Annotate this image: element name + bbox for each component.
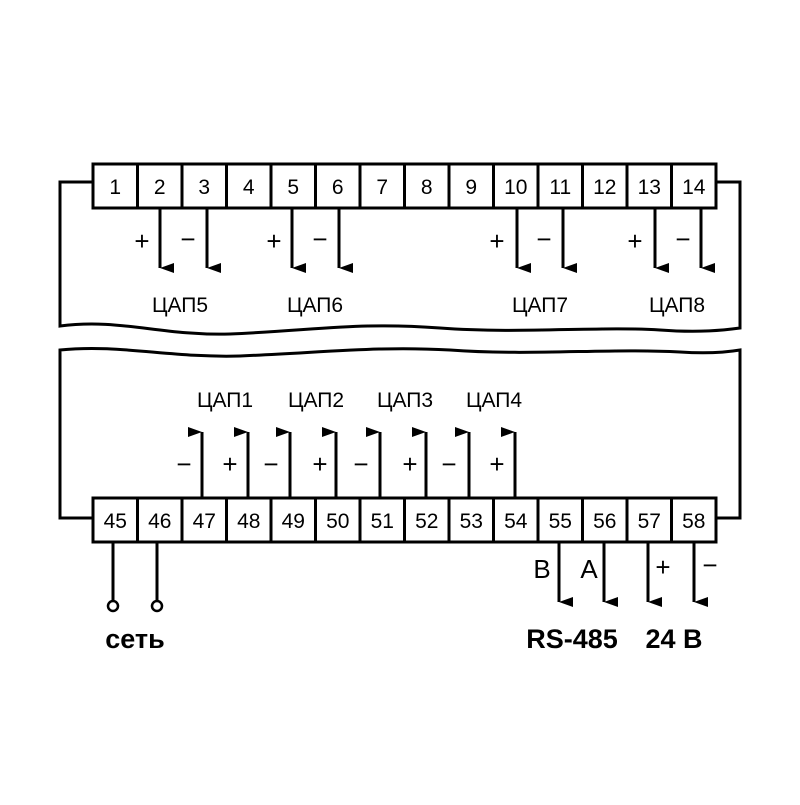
dac7-minus-sign: − [536,224,551,254]
dac7-label: ЦАП7 [512,294,568,317]
terminal-54-label: 54 [504,510,528,533]
dac8-minus-sign: − [675,224,690,254]
bottom-dac-arrows [188,427,517,498]
top-terminal-dividers [136,164,673,208]
terminal-13-label: 13 [638,176,661,199]
dac5-label: ЦАП5 [152,294,208,317]
supply-minus-sign: − [702,550,717,580]
dac6-minus-sign: − [312,224,327,254]
top-dac-arrows [158,208,715,273]
power-terminal-46 [150,599,164,613]
terminal-48-label: 48 [237,510,260,533]
top-dac-signs: + − + − + − + − [134,224,690,256]
dac2-label: ЦАП2 [288,389,344,412]
bottom-terminal-dividers [136,498,673,542]
rs485-label: RS-485 [526,624,618,654]
terminal-7-label: 7 [376,176,388,199]
dac4-plus-sign: + [489,449,504,479]
terminal-4-label: 4 [243,176,255,199]
dac4-label: ЦАП4 [466,389,522,412]
dac3-plus-sign: + [402,449,417,479]
supply-plus-sign: + [655,552,670,582]
dac2-minus-sign: − [263,449,278,479]
housing-bottom-outline [58,347,742,520]
terminal-52-label: 52 [415,510,438,533]
terminal-12-label: 12 [593,176,616,199]
dac6-label: ЦАП6 [287,294,343,317]
dac3-minus-sign: − [353,449,368,479]
terminal-57-label: 57 [638,510,661,533]
dac3-label: ЦАП3 [377,389,433,412]
dac1-minus-sign: − [176,449,191,479]
dac1-plus-sign: + [222,449,237,479]
terminal-1-label: 1 [109,176,121,199]
terminal-47-label: 47 [193,510,216,533]
terminal-3-label: 3 [198,176,210,199]
terminal-45-label: 45 [104,510,127,533]
terminal-50-label: 50 [326,510,349,533]
dac4-minus-sign: − [441,449,456,479]
terminal-56-label: 56 [593,510,616,533]
bottom-dac-labels: ЦАП1 ЦАП2 ЦАП3 ЦАП4 [197,389,522,412]
bottom-dac-signs: − + − + − + − + [176,449,504,479]
power-terminal-45 [106,599,120,613]
dac8-label: ЦАП8 [649,294,705,317]
dac8-plus-sign: + [627,226,642,256]
rs485-connection: B A RS-485 [526,542,618,654]
terminal-46-label: 46 [148,510,171,533]
terminal-6-label: 6 [332,176,344,199]
terminal-58-label: 58 [682,510,705,533]
terminal-9-label: 9 [465,176,477,199]
dac1-label: ЦАП1 [197,389,253,412]
housing-top-outline [58,180,742,336]
terminal-10-label: 10 [504,176,527,199]
power-connection: сеть [105,542,165,654]
terminal-49-label: 49 [282,510,305,533]
terminal-8-label: 8 [421,176,433,199]
power-label: сеть [105,624,165,654]
rs485-a-label: A [580,554,598,584]
supply-connection: + − 24 В [645,542,718,654]
rs485-b-label: B [533,554,550,584]
supply-label: 24 В [645,624,702,654]
terminal-53-label: 53 [460,510,483,533]
dac7-plus-sign: + [489,226,504,256]
terminal-55-label: 55 [549,510,572,533]
terminal-2-label: 2 [154,176,166,199]
dac5-plus-sign: + [134,226,149,256]
dac6-plus-sign: + [266,226,281,256]
terminal-51-label: 51 [371,510,394,533]
dac5-minus-sign: − [180,224,195,254]
terminal-11-label: 11 [549,176,571,199]
terminal-14-label: 14 [682,176,706,199]
top-dac-labels: ЦАП5 ЦАП6 ЦАП7 ЦАП8 [152,294,705,317]
terminal-5-label: 5 [287,176,299,199]
dac2-plus-sign: + [312,449,327,479]
